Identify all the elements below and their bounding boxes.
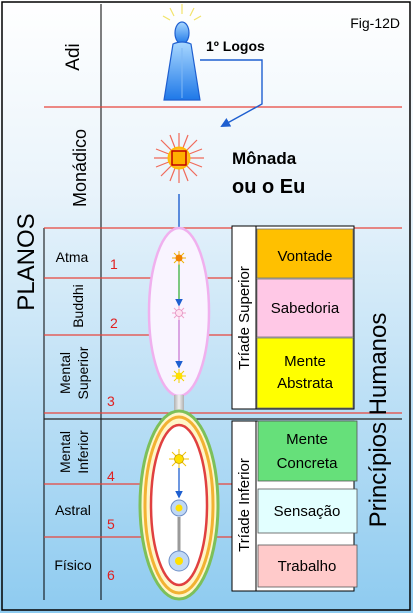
principle-mente-abstrata-1: Mente xyxy=(284,353,326,370)
principle-sensacao-box xyxy=(257,488,358,534)
principle-vontade-box xyxy=(256,228,354,279)
plane-name-mental-inferior-1: Mental xyxy=(57,431,73,473)
figure-label: Fig-12D xyxy=(350,15,400,31)
logos-label: 1º Logos xyxy=(206,38,265,54)
logos-to-monad-connector xyxy=(200,59,263,127)
plane-name-mental-inferior-2: Inferior xyxy=(75,430,91,474)
plane-name-monadico: Monádico xyxy=(70,129,90,207)
principle-mente-concreta-2: Concreta xyxy=(277,455,339,472)
plane-name-mental-superior-2: Superior xyxy=(75,346,91,399)
buddhi-star-icon xyxy=(172,306,186,320)
principle-vontade: Vontade xyxy=(277,248,332,265)
astral-body-icon xyxy=(170,499,188,517)
monad-sun-icon xyxy=(154,133,204,183)
principle-trabalho: Trabalho xyxy=(278,558,337,575)
principle-mente-abstrata-box xyxy=(256,337,354,409)
principle-mente-abstrata-2: Abstrata xyxy=(277,375,334,392)
physical-body-icon xyxy=(168,550,190,572)
plane-name-adi: Adi xyxy=(63,43,84,70)
principle-sabedoria: Sabedoria xyxy=(271,300,340,317)
plane-number-5: 5 xyxy=(107,516,115,532)
plane-name-buddhi: Buddhi xyxy=(70,284,86,328)
principle-mente-concreta-box xyxy=(257,420,358,482)
planos-title: PLANOS xyxy=(13,213,40,310)
triade-inferior-label: Tríade Inferior xyxy=(236,458,253,552)
plane-number-6: 6 xyxy=(107,567,115,583)
principle-sabedoria-box xyxy=(256,278,354,338)
plane-number-3: 3 xyxy=(107,393,115,409)
plane-name-astral: Astral xyxy=(55,502,91,518)
plane-name-mental-superior-1: Mental xyxy=(57,352,73,394)
triade-superior-label: Tríade Superior xyxy=(236,266,253,370)
principios-title: Princípios Humanos xyxy=(365,313,392,528)
plane-number-2: 2 xyxy=(110,315,118,331)
principle-mente-concreta-1: Mente xyxy=(286,431,328,448)
monada-title: Mônada xyxy=(232,149,297,168)
principle-sensacao: Sensação xyxy=(274,503,341,520)
logos-figure xyxy=(162,4,202,101)
plane-number-1: 1 xyxy=(110,256,118,272)
atma-star-icon xyxy=(172,251,186,265)
mental-superior-star-icon xyxy=(172,369,186,383)
monada-subtitle: ou o Eu xyxy=(232,176,305,198)
mental-inferior-star-icon xyxy=(169,449,189,469)
plane-name-atma: Atma xyxy=(56,249,89,265)
principle-trabalho-box xyxy=(257,544,358,588)
plane-name-fisico: Físico xyxy=(54,557,92,573)
plane-number-4: 4 xyxy=(107,468,115,484)
